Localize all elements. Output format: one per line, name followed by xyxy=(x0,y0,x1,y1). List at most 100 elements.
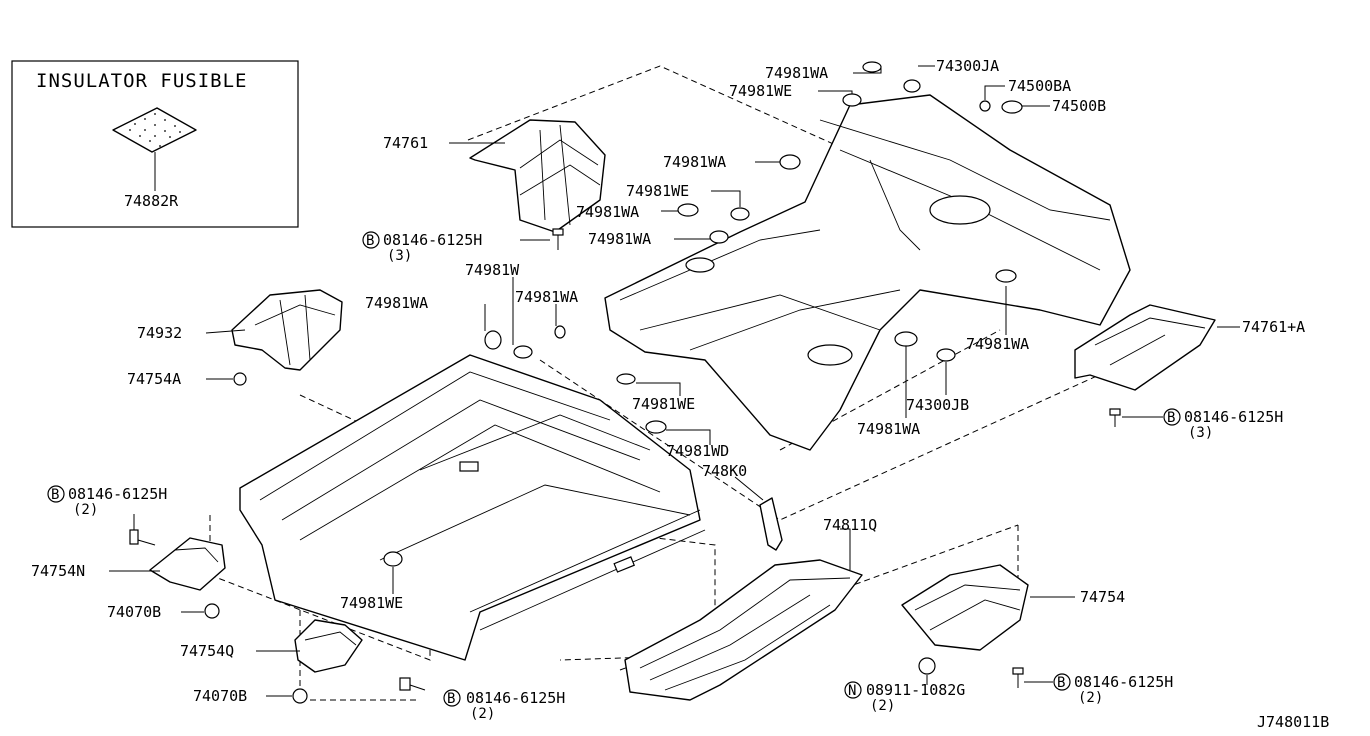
plug-icon xyxy=(1001,100,1023,114)
svg-text:08911-1082G: 08911-1082G xyxy=(866,681,965,699)
svg-text:B: B xyxy=(51,487,59,503)
grommet-icon xyxy=(513,345,533,359)
svg-text:B: B xyxy=(366,233,374,249)
grommet-icon xyxy=(862,61,882,73)
bolt-icon xyxy=(1109,408,1121,427)
label-74500b: 74500B xyxy=(1052,97,1106,115)
part-74761a xyxy=(1074,304,1216,391)
plug-icon xyxy=(894,331,918,347)
part-74811q xyxy=(624,559,863,701)
bolt-icon xyxy=(1012,667,1024,688)
plug-icon xyxy=(677,203,699,217)
svg-text:(2): (2) xyxy=(73,502,98,518)
nut-icon xyxy=(292,688,308,704)
label-74981wa-3: 74981WA xyxy=(576,203,639,221)
nut-icon xyxy=(204,603,220,619)
inset-title: INSULATOR FUSIBLE xyxy=(36,70,247,92)
label-74981wa-8: 74981WA xyxy=(857,420,920,438)
label-74981wa-6: 74981WA xyxy=(515,288,578,306)
bolt-callout-bottom-right: B 08146-6125H (2) xyxy=(1024,673,1173,706)
label-74761a: 74761+A xyxy=(1242,318,1305,336)
bolt-callout-bottom: B 08146-6125H (2) xyxy=(443,689,565,722)
svg-text:(2): (2) xyxy=(1078,690,1103,706)
bolts xyxy=(129,228,1121,691)
label-74070b-1: 74070B xyxy=(107,603,161,621)
label-74754a: 74754A xyxy=(127,370,181,388)
svg-text:N: N xyxy=(848,683,856,699)
plug-icon xyxy=(995,269,1017,283)
label-74300ja: 74300JA xyxy=(936,57,999,75)
label-74981we-1: 74981WE xyxy=(729,82,792,100)
insulator-dots xyxy=(129,113,181,147)
svg-text:B: B xyxy=(1057,675,1065,691)
bolt-icon xyxy=(552,228,564,250)
label-74500ba: 74500BA xyxy=(1008,77,1071,95)
svg-text:08146-6125H: 08146-6125H xyxy=(383,231,482,249)
part-74754 xyxy=(901,564,1029,651)
grommet-icon xyxy=(936,348,956,362)
label-74754q: 74754Q xyxy=(180,642,234,660)
label-74300jb: 74300JB xyxy=(906,396,969,414)
label-74981w: 74981W xyxy=(465,261,520,279)
part-74932 xyxy=(231,289,343,371)
b-circle-icon xyxy=(47,485,65,503)
bolt-callout-left: B 08146-6125H (2) xyxy=(47,485,167,530)
label-74811q: 74811Q xyxy=(823,516,877,534)
plug-icon xyxy=(383,551,403,567)
label-74981wa-5: 74981WA xyxy=(365,294,428,312)
b-circle-icon xyxy=(1053,673,1071,691)
bolt-callout-right: B 08146-6125H (3) xyxy=(1122,408,1283,441)
nut-icon xyxy=(918,657,936,675)
svg-text:(3): (3) xyxy=(387,248,412,264)
nut-icon xyxy=(233,372,247,386)
plug-icon xyxy=(842,93,862,107)
n-circle-icon xyxy=(844,681,862,699)
svg-text:(3): (3) xyxy=(1188,425,1213,441)
insulator-fusible-inset: INSULATOR FUSIBLE 74882R xyxy=(11,60,299,228)
part-74754q xyxy=(294,619,363,673)
svg-text:08146-6125H: 08146-6125H xyxy=(1184,408,1283,426)
label-74070b-2: 74070B xyxy=(193,687,247,705)
plug-icon xyxy=(645,420,667,434)
grommet-icon xyxy=(903,79,921,93)
plug-icon xyxy=(484,330,502,350)
plug-icon xyxy=(730,207,750,221)
part-748k0 xyxy=(759,497,783,551)
label-74981we-4: 74981WE xyxy=(340,594,403,612)
b-circle-icon xyxy=(1163,408,1181,426)
label-74981we-3: 74981WE xyxy=(632,395,695,413)
plug-icon xyxy=(779,154,801,170)
b-circle-icon xyxy=(362,231,380,249)
front-floor-panel xyxy=(239,354,706,661)
svg-text:08146-6125H: 08146-6125H xyxy=(466,689,565,707)
part-74754n xyxy=(149,537,226,591)
label-74981wa-1: 74981WA xyxy=(765,64,828,82)
label-748k0: 748K0 xyxy=(702,462,747,480)
label-74761: 74761 xyxy=(383,134,428,152)
svg-text:08146-6125H: 08146-6125H xyxy=(1074,673,1173,691)
label-74754n: 74754N xyxy=(31,562,85,580)
svg-text:B: B xyxy=(447,691,455,707)
label-74981wa-2: 74981WA xyxy=(663,153,726,171)
svg-text:(2): (2) xyxy=(470,706,495,722)
svg-text:08146-6125H: 08146-6125H xyxy=(68,485,167,503)
label-74981wd: 74981WD xyxy=(666,442,729,460)
bolt-callout-top: B 08146-6125H (3) xyxy=(362,231,550,264)
leader-lines xyxy=(109,65,1240,697)
plug-icon xyxy=(709,230,729,244)
part-labels: 74761 74761+A 74932 74754A 74754N 74070B… xyxy=(31,57,1305,705)
label-74981wa-7: 74981WA xyxy=(966,335,1029,353)
label-74932: 74932 xyxy=(137,324,182,342)
bolt-icon xyxy=(129,529,156,546)
bolt-icon xyxy=(399,677,426,691)
label-74981wa-4: 74981WA xyxy=(588,230,651,248)
part-74761 xyxy=(469,119,606,233)
insulator-pad-icon xyxy=(112,107,197,153)
label-74882r: 74882R xyxy=(124,192,179,210)
label-74754: 74754 xyxy=(1080,588,1125,606)
svg-text:B: B xyxy=(1167,410,1175,426)
plugs-and-grommets xyxy=(204,61,1023,704)
b-circle-icon xyxy=(443,689,461,707)
diagram-code: J748011B xyxy=(1257,713,1329,731)
